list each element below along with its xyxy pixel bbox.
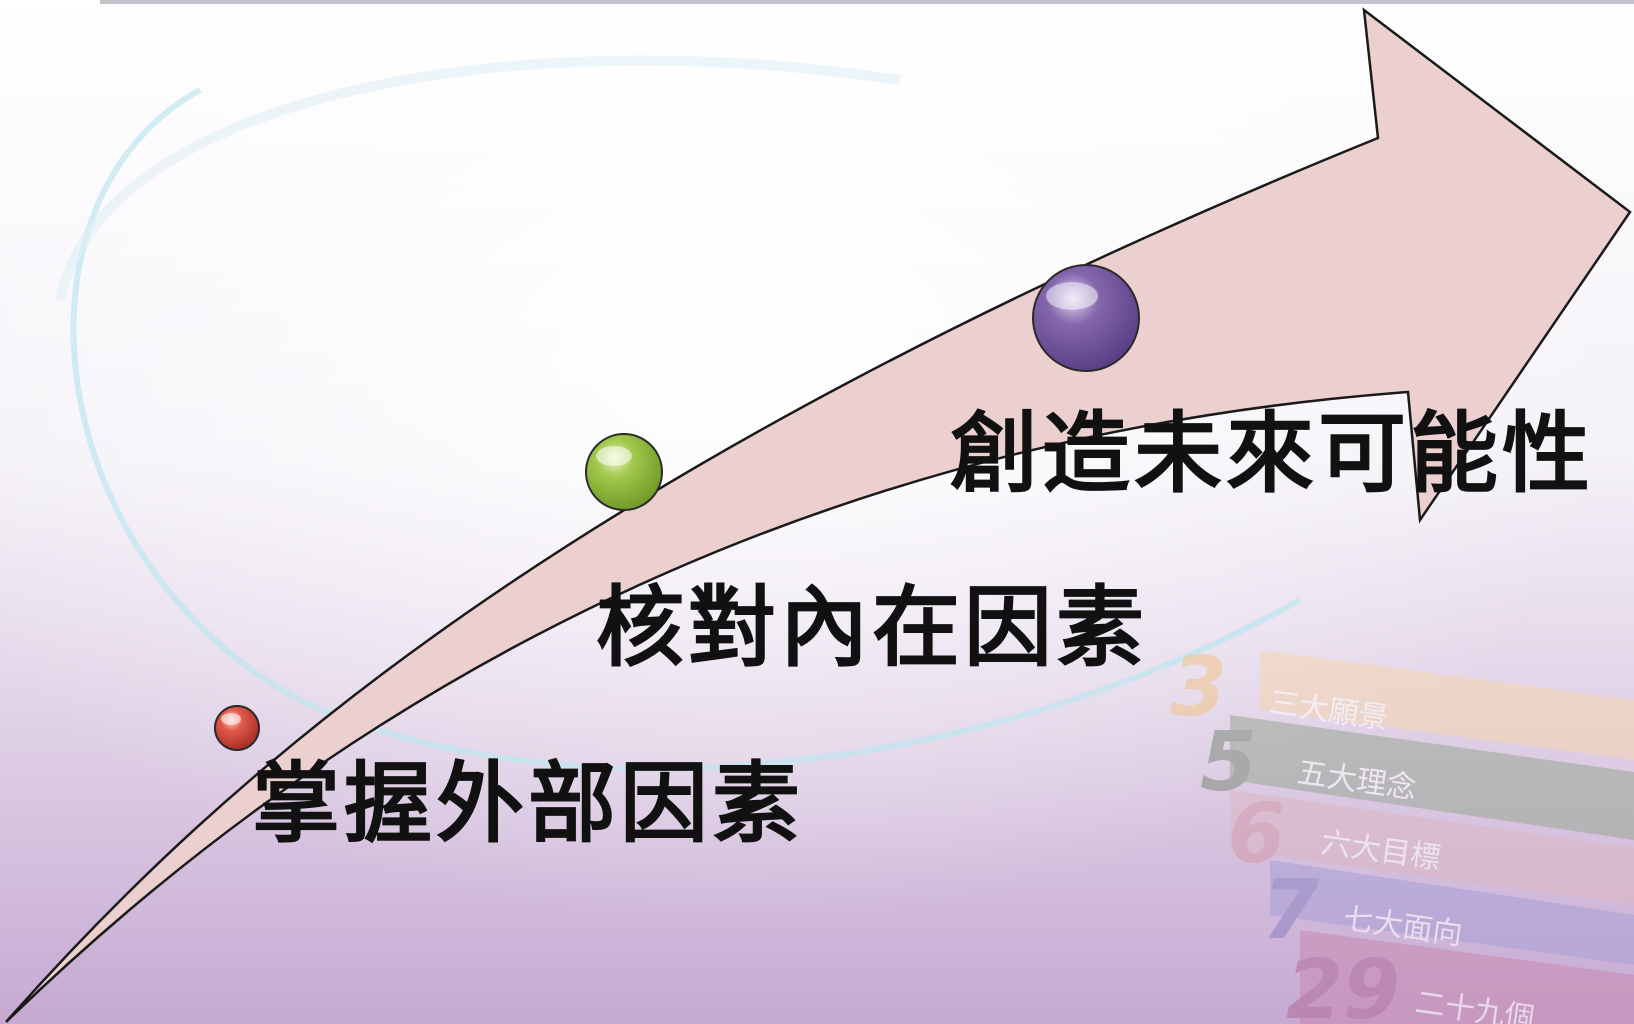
top-border: [100, 0, 1634, 4]
step-marker-2: [585, 433, 663, 511]
background-number-5: 5: [1200, 715, 1257, 810]
step-marker-3: [1032, 264, 1140, 372]
step-label-3: 創造未來可能性: [950, 402, 1595, 505]
step-marker-1: [214, 705, 260, 751]
background-number-6: 6: [1228, 787, 1285, 882]
background-list: 3 三大願景 5 五大理念 6 六大目標 7 七大面向 29 二十九個: [1170, 640, 1634, 1024]
background-number-7: 7: [1262, 863, 1319, 958]
background-band-3: [1260, 650, 1634, 760]
background-band-5: [1230, 715, 1634, 840]
background-number-29: 29: [1286, 943, 1400, 1024]
step-label-1: 掌握外部因素: [252, 752, 805, 855]
background-swirl: [70, 87, 1302, 772]
process-arrow: [5, 7, 1632, 1023]
background-number-3: 3: [1170, 640, 1227, 735]
step-label-2: 核對內在因素: [596, 576, 1149, 679]
background-swirl-2: [55, 55, 901, 301]
background-band-6: [1230, 790, 1634, 905]
background-band-29: [1300, 930, 1634, 1024]
background-band-7: [1270, 860, 1634, 965]
